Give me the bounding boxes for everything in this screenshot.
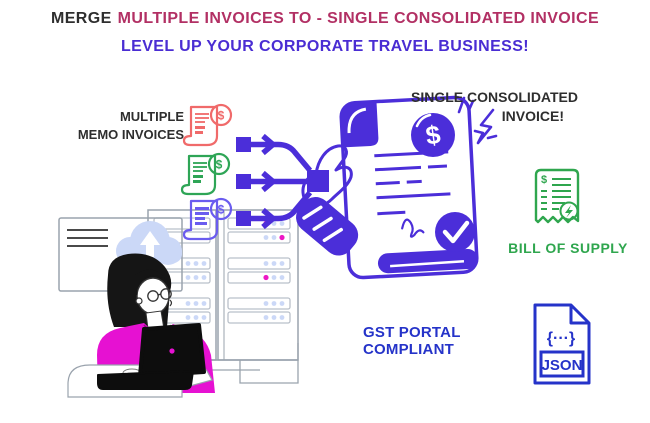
json-file-icon: {···} JSON [533, 303, 591, 385]
json-label: JSON [542, 357, 583, 374]
title-main: MULTIPLE INVOICES TO - SINGLE CONSOLIDAT… [117, 10, 600, 27]
laptop-base [97, 370, 194, 390]
braces-icon: {···} [547, 330, 575, 347]
paper-curl [341, 101, 379, 148]
status-dot-magenta [279, 234, 285, 241]
page-title: MERGE MULTIPLE INVOICES TO - SINGLE CONSO… [0, 10, 650, 28]
dollar-icon: $ [218, 109, 225, 123]
dollar-coin-icon [209, 103, 233, 127]
bill-of-supply-icon: $ [534, 168, 580, 224]
gst-compliant-label: GST PORTAL COMPLIANT [363, 324, 461, 358]
status-dot-magenta [263, 274, 269, 281]
checkmark-icon [442, 220, 470, 244]
woman-illustration [67, 253, 215, 398]
dollar-coin-icon [207, 152, 231, 176]
dollar-icon: $ [218, 203, 225, 217]
upload-arrow-icon [140, 231, 160, 257]
server-rack-right [148, 209, 299, 384]
consolidated-invoice-label: SINGLE CONSOLIDATED INVOICE! [400, 88, 578, 126]
dollar-icon: $ [424, 119, 443, 151]
source-node [236, 174, 251, 189]
workspace-illustration [58, 209, 299, 398]
dollar-coin-icon [209, 197, 233, 221]
paper-roll [377, 249, 478, 274]
invoice-paper [339, 95, 479, 280]
ear [135, 297, 143, 305]
hand [296, 144, 359, 256]
memo-invoices-label: MULTIPLE MEMO INVOICES [52, 108, 184, 144]
bill-of-supply-label: BILL OF SUPPLY [508, 240, 628, 256]
signature [401, 218, 425, 238]
memo-invoice-icon-red: $ [182, 103, 233, 147]
folded-corner [569, 305, 589, 325]
source-node [236, 137, 251, 152]
glasses-icon [147, 290, 159, 302]
consolidated-label-line2: INVOICE! [501, 108, 564, 124]
consolidated-label-line1: SINGLE CONSOLIDATED [411, 89, 578, 105]
page-subtitle: LEVEL UP YOUR CORPORATE TRAVEL BUSINESS! [120, 38, 530, 55]
dollar-icon: $ [216, 158, 223, 172]
lightning-icon [565, 205, 573, 218]
network-cable [239, 343, 299, 384]
memo-invoice-icon-green: $ [180, 152, 231, 196]
source-node [236, 211, 251, 226]
face [136, 277, 170, 315]
consolidated-invoice-illustration: $ [296, 95, 498, 280]
json-label-box [539, 350, 585, 378]
sleeve [296, 197, 359, 256]
nose [169, 299, 173, 307]
title-prefix: MERGE [50, 10, 112, 27]
spark-icon [457, 96, 498, 145]
memo-invoice-icon-purple: $ [182, 197, 233, 241]
laptop-logo-dot [169, 348, 175, 354]
arrow-icon [261, 170, 278, 193]
memo-label-line1: MULTIPLE [119, 109, 184, 124]
lightning-circle-icon [559, 201, 579, 221]
dollar-coin-icon: $ [411, 113, 455, 157]
laptop [97, 323, 206, 390]
memo-label-line2: MEMO INVOICES [77, 127, 184, 142]
dollar-icon: $ [541, 174, 547, 186]
check-badge-icon [435, 212, 475, 252]
